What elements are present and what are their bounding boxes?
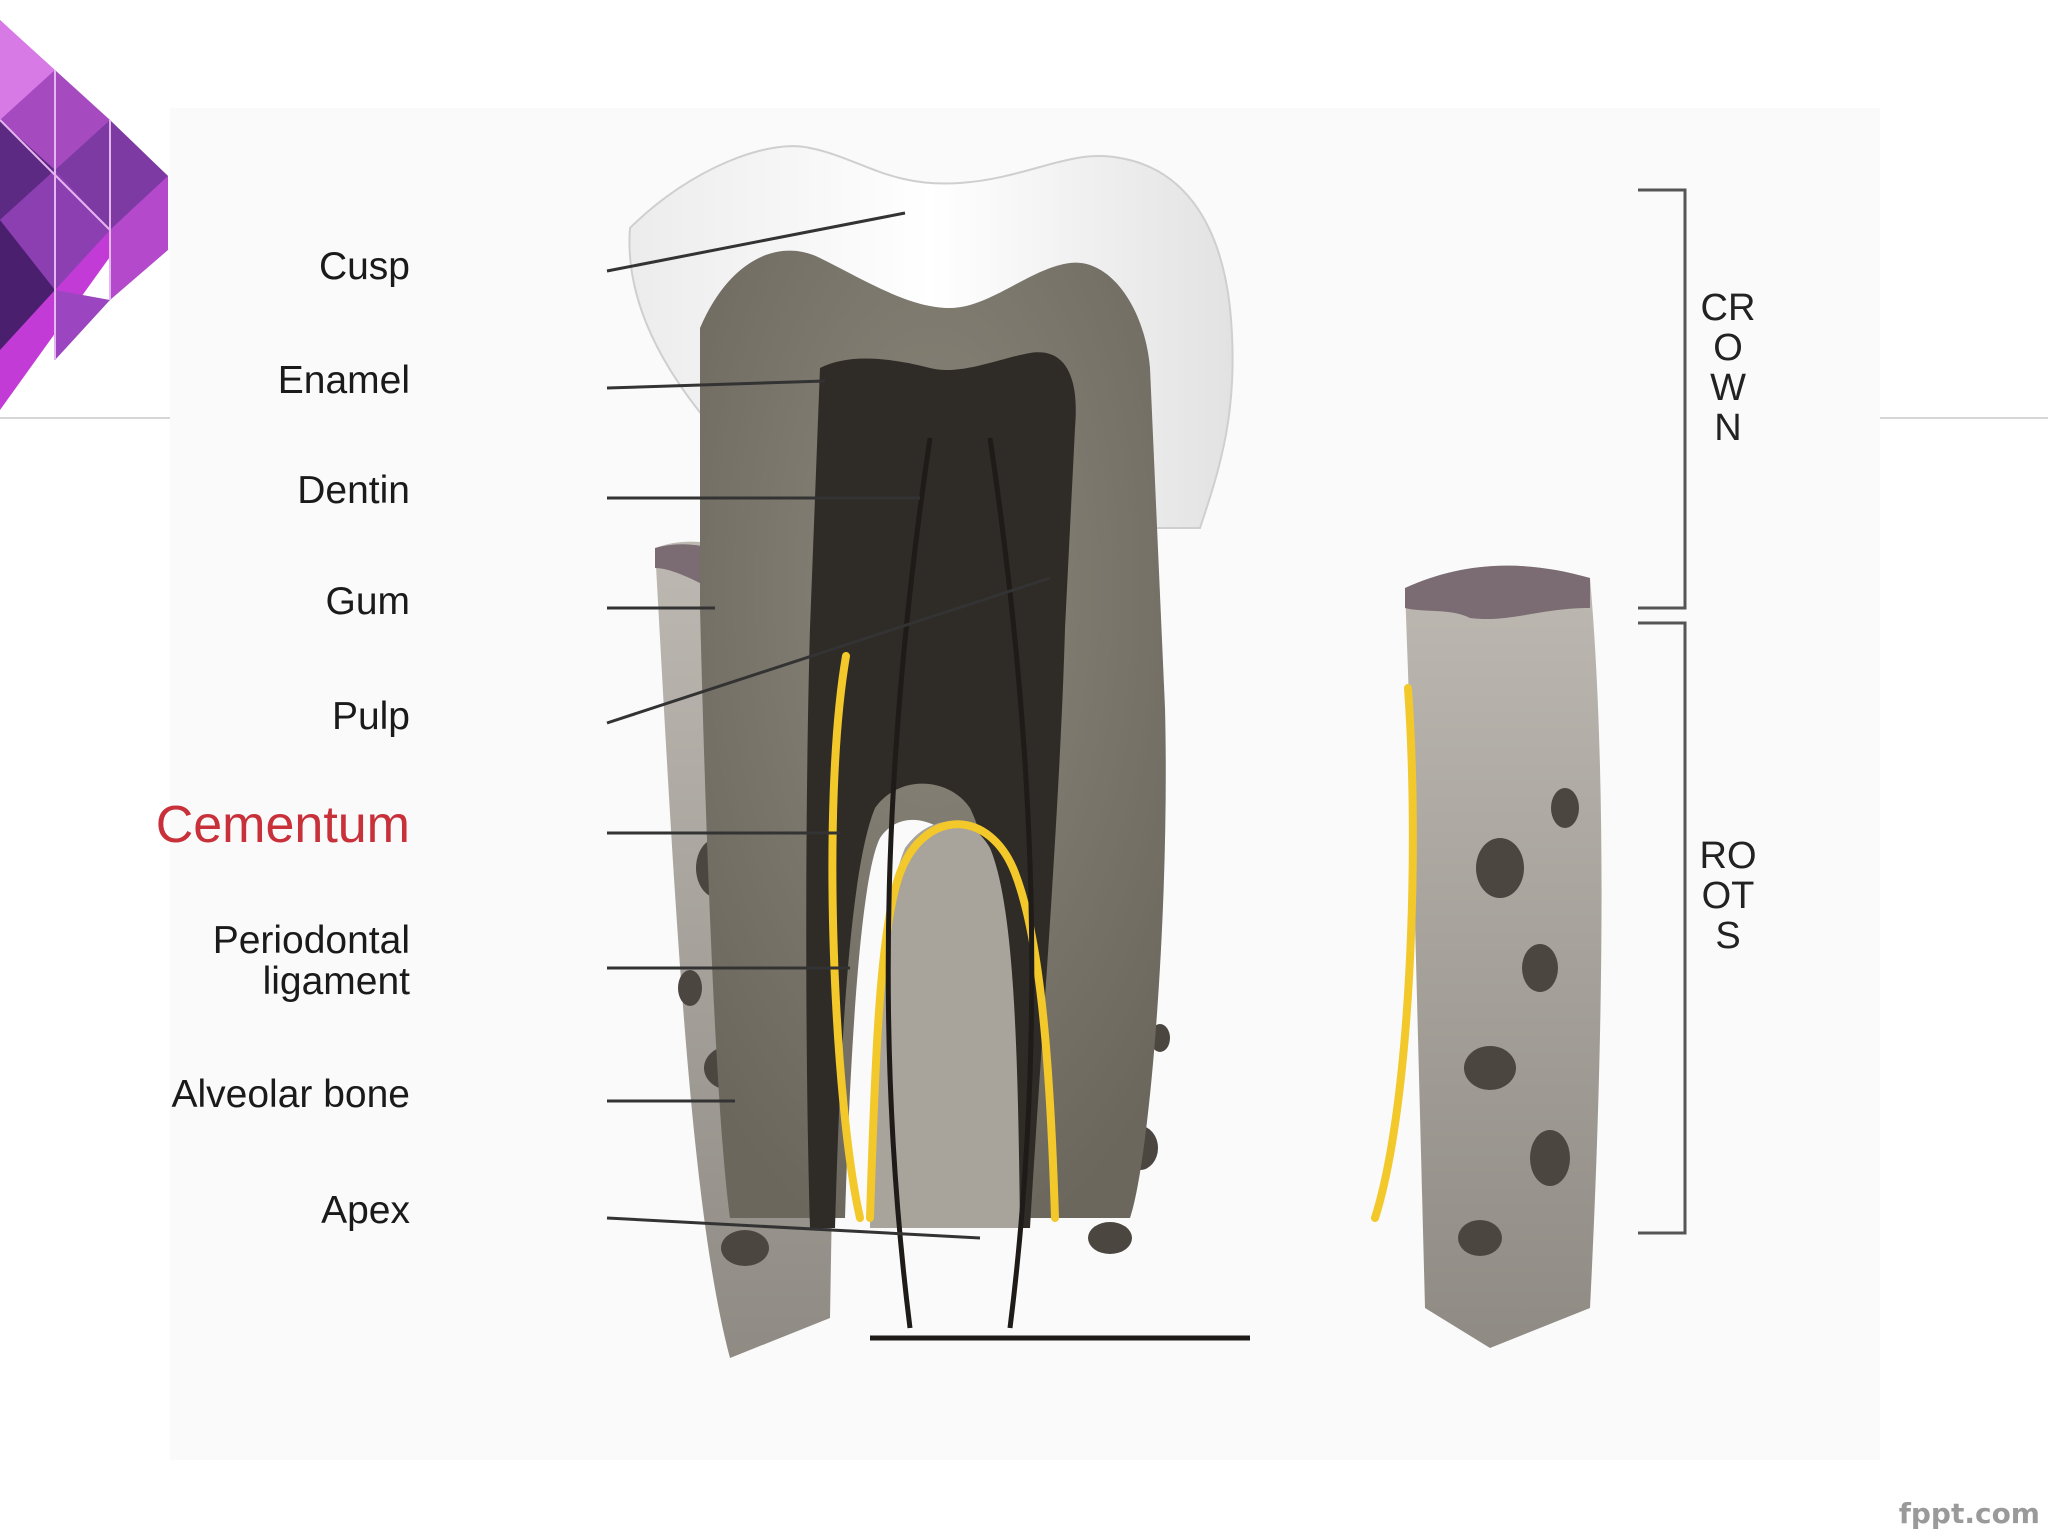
label-periodontal-ligament: Periodontal ligament xyxy=(212,919,410,1003)
alveolar-bone-right xyxy=(1405,565,1602,1348)
label-apex: Apex xyxy=(321,1189,410,1232)
label-cusp: Cusp xyxy=(318,245,410,288)
section-label-crown: CROWN xyxy=(1700,287,1756,449)
watermark: fppt.com xyxy=(1898,1497,2040,1530)
inter-root-bone xyxy=(870,821,1020,1228)
label-pulp: Pulp xyxy=(331,695,410,738)
cementum-lines xyxy=(828,652,1417,1222)
slide-divider-right xyxy=(1880,417,2048,419)
label-alveolar-bone: Alveolar bone xyxy=(171,1073,411,1116)
section-label-roots: ROOTS xyxy=(1699,835,1757,957)
tooth-diagram: Cusp Enamel Dentin Gum Pulp Cementum Per… xyxy=(156,108,1880,1460)
label-dentin: Dentin xyxy=(297,469,410,512)
label-cementum: Cementum xyxy=(155,796,410,854)
section-brackets xyxy=(1638,188,1687,1235)
nerve-lines xyxy=(870,437,1250,1341)
corner-logo xyxy=(0,20,168,410)
slide-divider-left xyxy=(0,417,170,419)
label-enamel: Enamel xyxy=(277,359,410,402)
leader-lines xyxy=(606,211,1051,1240)
label-gum: Gum xyxy=(325,580,410,623)
